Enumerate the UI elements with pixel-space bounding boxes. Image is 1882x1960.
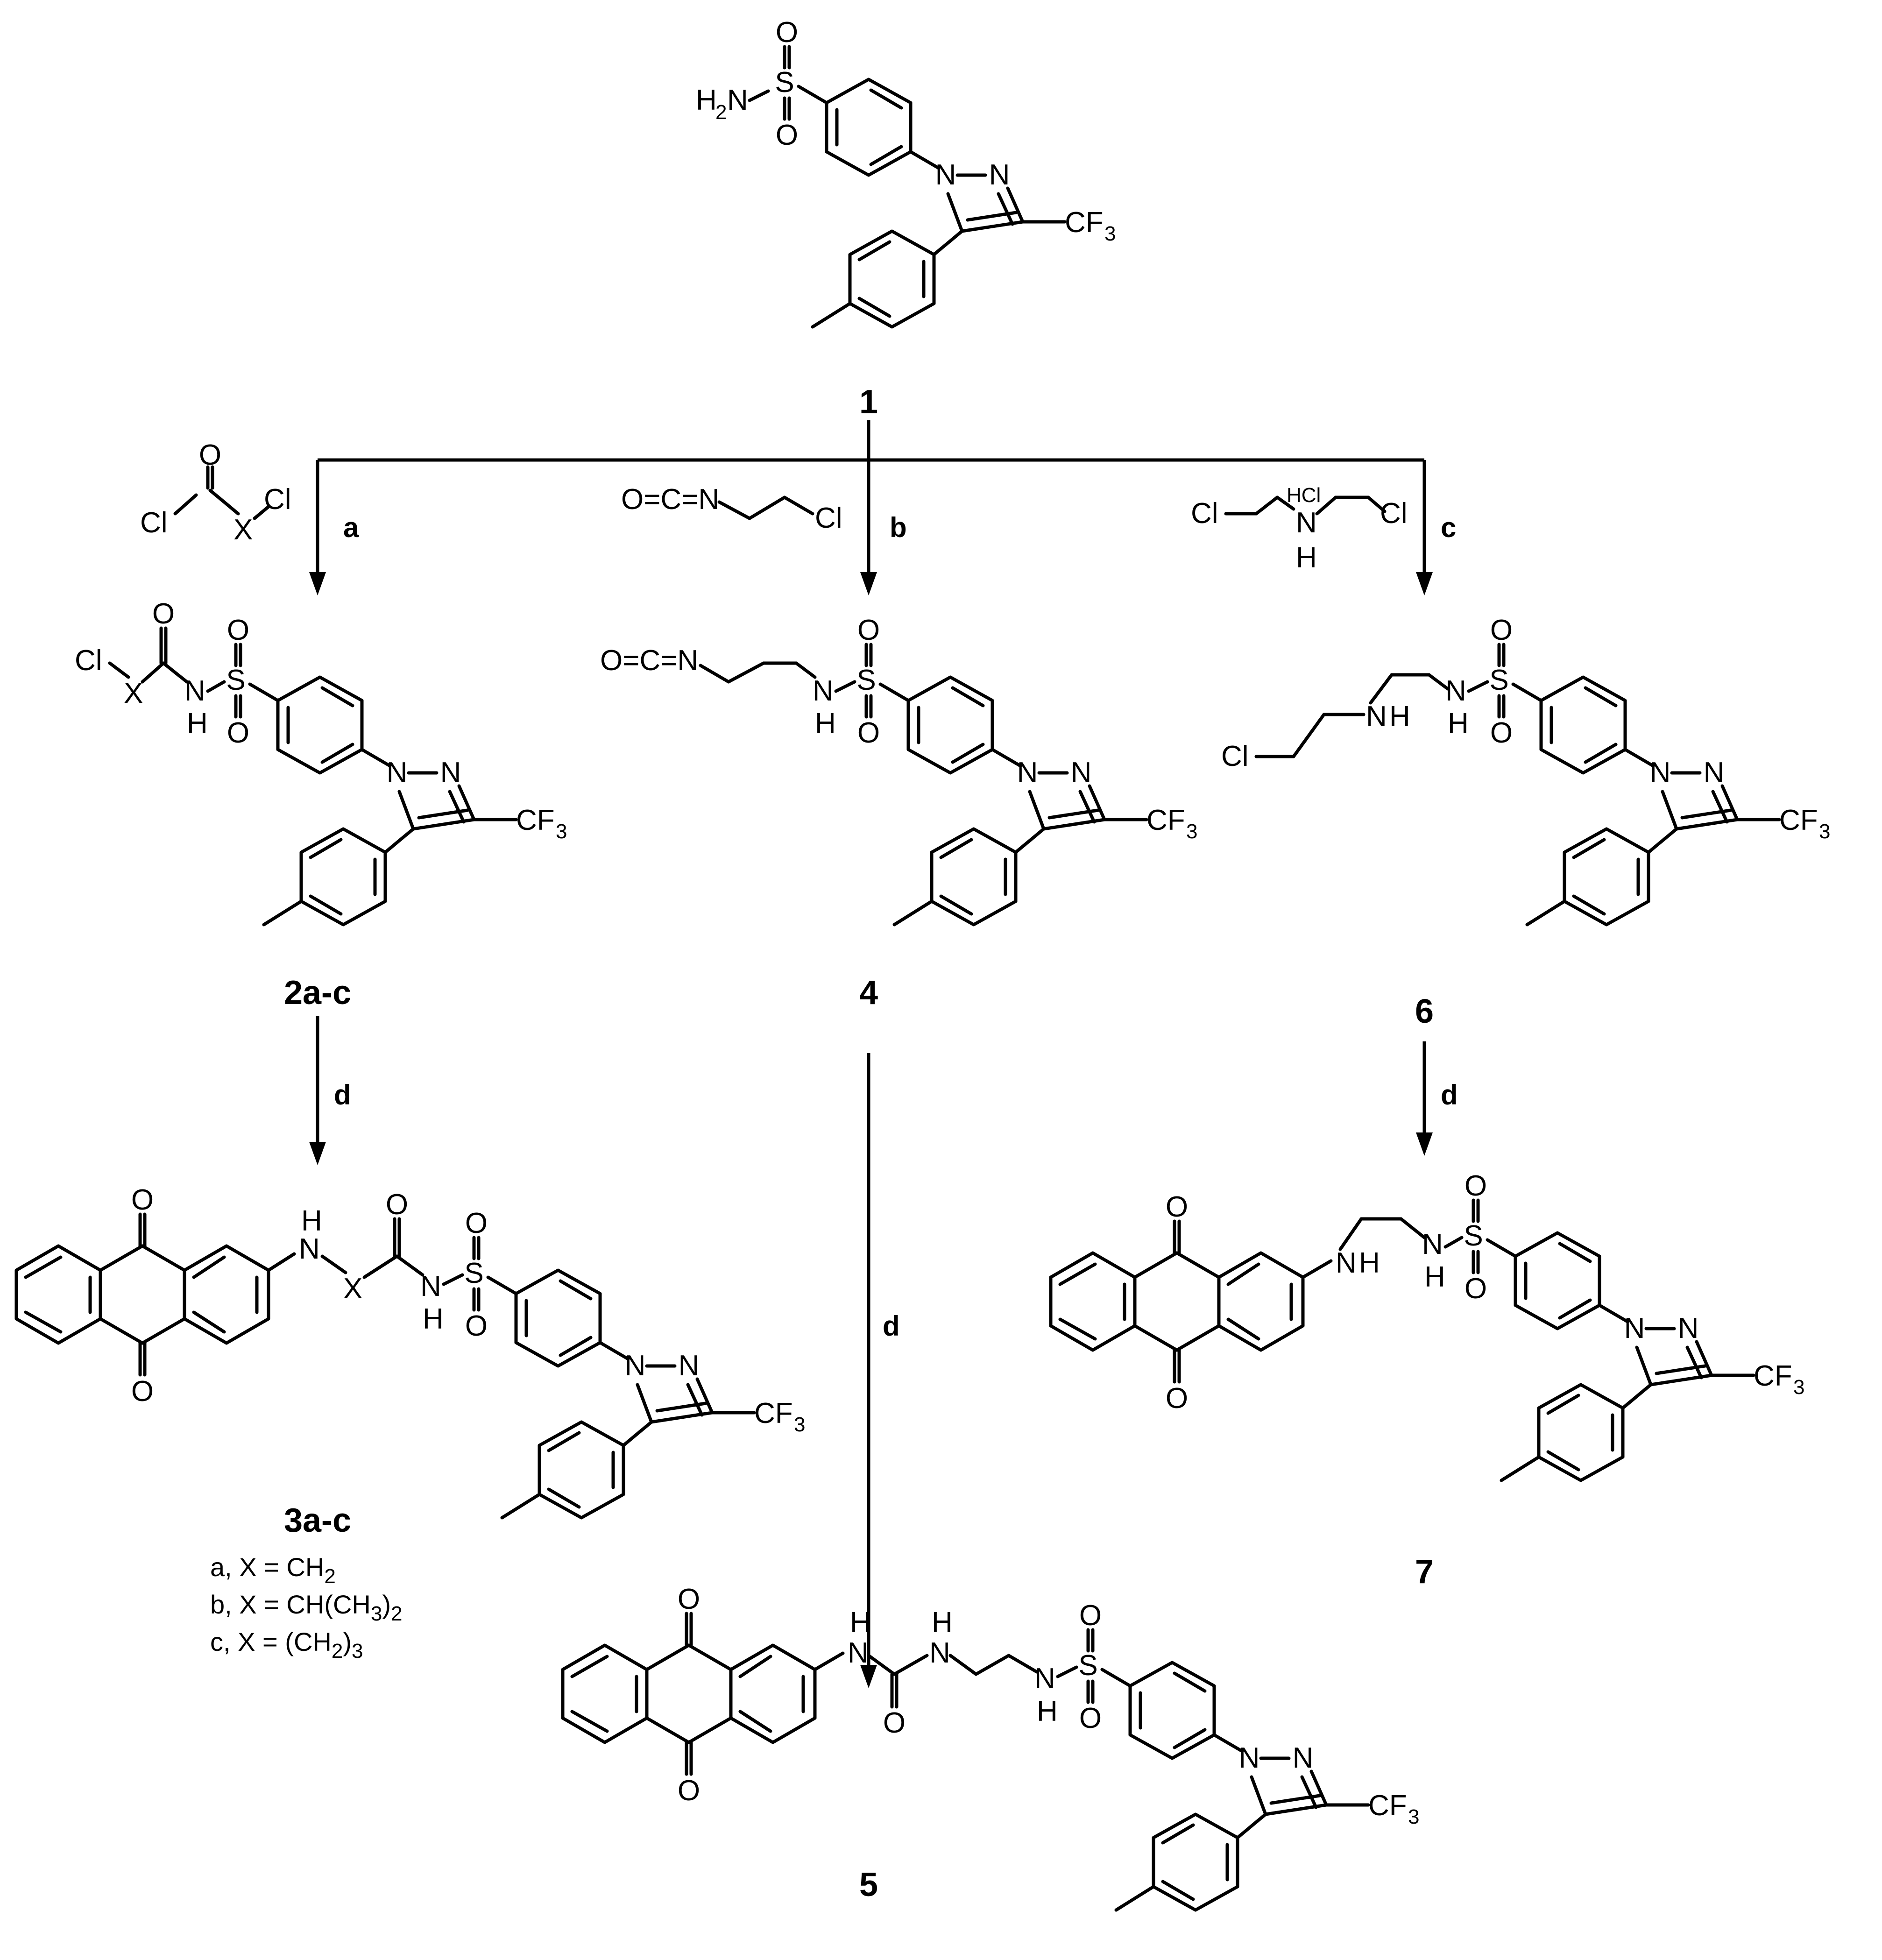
svg-text:H: H <box>301 1205 322 1237</box>
compound-label-7: 7 <box>1415 1553 1434 1591</box>
svg-text:H: H <box>1296 542 1317 574</box>
svg-text:N: N <box>727 84 748 116</box>
svg-text:Cl: Cl <box>1380 497 1408 530</box>
svg-text:H: H <box>815 708 836 740</box>
reagent-a: Cl O X Cl <box>140 439 291 546</box>
compound-label-6: 6 <box>1415 993 1434 1030</box>
x-legend: a, X = CH2 b, X = CH(CH3)2 c, X = (CH2)3 <box>210 1552 402 1663</box>
compound-6: Cl N H N H 6 <box>1221 614 1830 1030</box>
svg-text:N: N <box>1445 675 1466 707</box>
svg-text:N: N <box>848 1637 869 1669</box>
svg-text:HCl: HCl <box>1287 484 1321 507</box>
svg-text:Cl: Cl <box>1191 497 1218 530</box>
svg-text:H: H <box>1037 1695 1058 1727</box>
svg-text:Cl: Cl <box>140 507 168 539</box>
compound-5: N H O N H N H 5 <box>563 1583 1419 1910</box>
compound-label-2a-c: 2a-c <box>284 974 351 1012</box>
svg-text:Cl: Cl <box>75 644 102 677</box>
svg-text:H: H <box>932 1606 953 1639</box>
svg-text:N: N <box>813 675 834 707</box>
svg-text:O=C=N: O=C=N <box>621 483 719 516</box>
svg-text:Cl: Cl <box>264 483 291 516</box>
condition-a: a <box>343 512 359 543</box>
svg-text:N: N <box>299 1233 320 1265</box>
compound-label-5: 5 <box>859 1866 878 1903</box>
reagent-c: Cl N HCl H Cl <box>1191 484 1408 574</box>
compound-4: O=C=N N H 4 <box>600 614 1197 1012</box>
svg-text:O: O <box>883 1707 906 1739</box>
condition-d-middle: d <box>883 1310 900 1342</box>
condition-c: c <box>1441 512 1456 543</box>
svg-text:N: N <box>1336 1247 1357 1279</box>
svg-text:b, X = CH(CH3)2: b, X = CH(CH3)2 <box>210 1590 402 1625</box>
svg-text:c, X = (CH2)3: c, X = (CH2)3 <box>210 1627 363 1663</box>
svg-text:a, X = CH2: a, X = CH2 <box>210 1552 336 1588</box>
condition-b: b <box>890 512 907 543</box>
svg-text:X: X <box>233 514 253 546</box>
svg-text:N: N <box>1034 1663 1055 1695</box>
compound-2a-c: Cl X O N H 2a-c <box>75 598 567 1012</box>
svg-text:Cl: Cl <box>815 502 842 534</box>
svg-text:N: N <box>1366 701 1387 733</box>
compound-1: H 2 N 1 <box>696 16 1116 421</box>
svg-text:H: H <box>1389 701 1410 733</box>
compound-7: N H N H 7 <box>1051 1170 1804 1591</box>
svg-text:N: N <box>929 1637 950 1669</box>
compound-label-1: 1 <box>859 383 878 421</box>
condition-d-left: d <box>334 1079 351 1111</box>
compound-3a-c: N H X O N H 3a-c <box>16 1184 805 1539</box>
svg-text:N: N <box>1296 507 1317 539</box>
condition-d-right: d <box>1441 1079 1458 1111</box>
svg-text:N: N <box>184 675 205 707</box>
svg-text:O: O <box>152 598 175 630</box>
compound-label-4: 4 <box>859 974 878 1012</box>
svg-text:O=C=N: O=C=N <box>600 644 698 677</box>
svg-text:H: H <box>1359 1247 1380 1279</box>
svg-text:H: H <box>1448 708 1469 740</box>
svg-text:X: X <box>343 1273 362 1305</box>
compound-label-3a-c: 3a-c <box>284 1502 351 1539</box>
svg-text:O: O <box>199 439 221 471</box>
svg-text:2: 2 <box>715 101 727 124</box>
svg-text:H: H <box>187 708 208 740</box>
svg-text:N: N <box>420 1270 441 1302</box>
svg-text:O: O <box>386 1189 408 1221</box>
svg-text:H: H <box>696 84 717 116</box>
reagent-b: O=C=N Cl <box>621 483 842 534</box>
svg-text:X: X <box>124 677 143 709</box>
svg-text:H: H <box>1424 1261 1445 1293</box>
svg-text:N: N <box>1422 1228 1443 1260</box>
svg-text:Cl: Cl <box>1221 740 1249 772</box>
branch-arrows <box>309 420 1433 595</box>
svg-text:H: H <box>423 1303 444 1335</box>
arrows-d <box>309 1016 1433 1688</box>
svg-text:H: H <box>850 1606 871 1639</box>
